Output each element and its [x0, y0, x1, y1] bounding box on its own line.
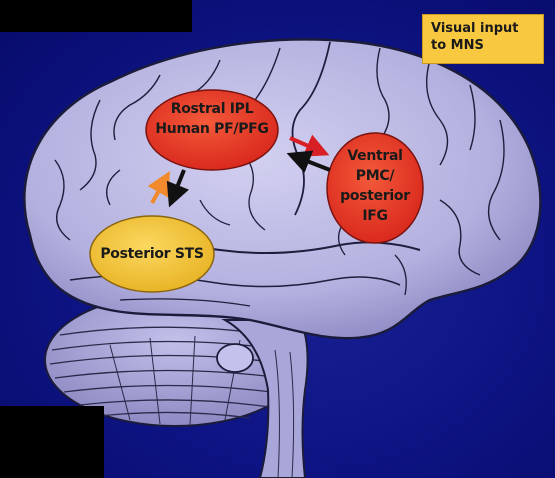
arrow-sts-to-ipl: [147, 171, 170, 204]
posterior-sts-region: [89, 215, 215, 293]
ventral-pmc-region: [326, 132, 424, 244]
caption-line-1: Visual input: [431, 21, 519, 36]
ventral-pmc-label: Ventral PMC/ posterior IFG: [340, 148, 410, 224]
brain-stem: [216, 319, 309, 478]
rostral-ipl-label: Rostral IPL Human PF/PFG: [155, 101, 269, 137]
arrow-ipl-to-pmc: [289, 134, 330, 157]
rostral-ipl-region: [145, 89, 279, 171]
posterior-sts-label: Posterior STS: [100, 246, 204, 262]
redaction-block-top-left: [0, 0, 192, 32]
visual-input-caption: Visual input to MNS: [422, 14, 544, 64]
arrow-ipl-to-sts: [166, 169, 190, 208]
cerebrum: [23, 38, 542, 340]
caption-line-2: to MNS: [431, 38, 484, 53]
redaction-block-bottom-left: [0, 406, 104, 478]
arrow-pmc-to-ipl: [286, 150, 331, 173]
